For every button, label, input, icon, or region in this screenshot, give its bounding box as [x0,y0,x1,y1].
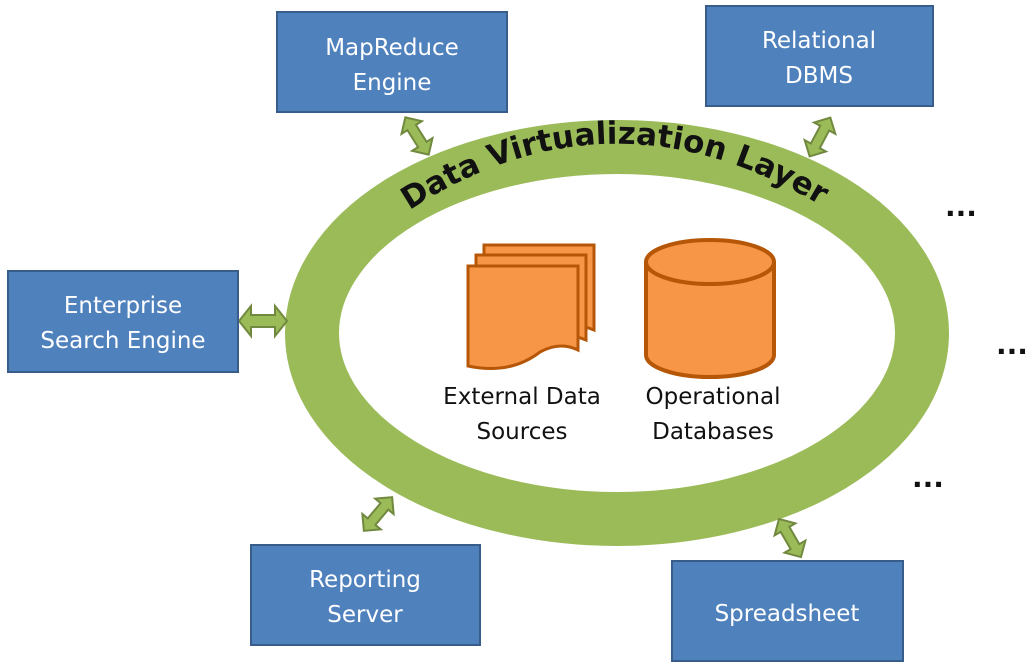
arrow-spreadsheet [773,517,807,559]
box-label: Spreadsheet [715,601,860,627]
database-cylinder-icon [644,238,776,379]
box-label: Enterprise [64,293,182,319]
data-virtualization-ring [285,120,949,546]
document-stack-icon [466,243,596,370]
box-mapreduce-engine: MapReduce Engine [276,11,508,113]
ellipsis-more-sources: ... [996,328,1028,361]
box-label: Relational [762,28,876,54]
arrow-reporting [361,496,395,532]
external-data-sources-label: External Data [443,384,601,410]
box-label: MapReduce [325,35,459,61]
box-relational-dbms: Relational DBMS [705,5,934,107]
ellipsis-more-sources: ... [945,190,977,223]
arrow-enterprise [237,303,289,339]
box-label: DBMS [785,63,853,89]
box-spreadsheet: Spreadsheet [671,560,904,662]
box-label: Reporting [309,567,421,593]
arrow-mapreduce [400,116,434,156]
operational-databases-label: Databases [652,419,774,445]
ellipsis-more-sources: ... [912,461,944,494]
box-reporting-server: Reporting Server [250,544,481,646]
arrow-relational [803,116,837,158]
external-data-sources-label: Sources [477,419,568,445]
connector-arrows [237,116,837,559]
box-label: Server [327,602,403,628]
operational-databases-label: Operational [646,384,781,410]
box-enterprise-search-engine: Enterprise Search Engine [7,270,239,373]
box-label: Engine [353,70,432,96]
box-label: Search Engine [40,328,205,354]
